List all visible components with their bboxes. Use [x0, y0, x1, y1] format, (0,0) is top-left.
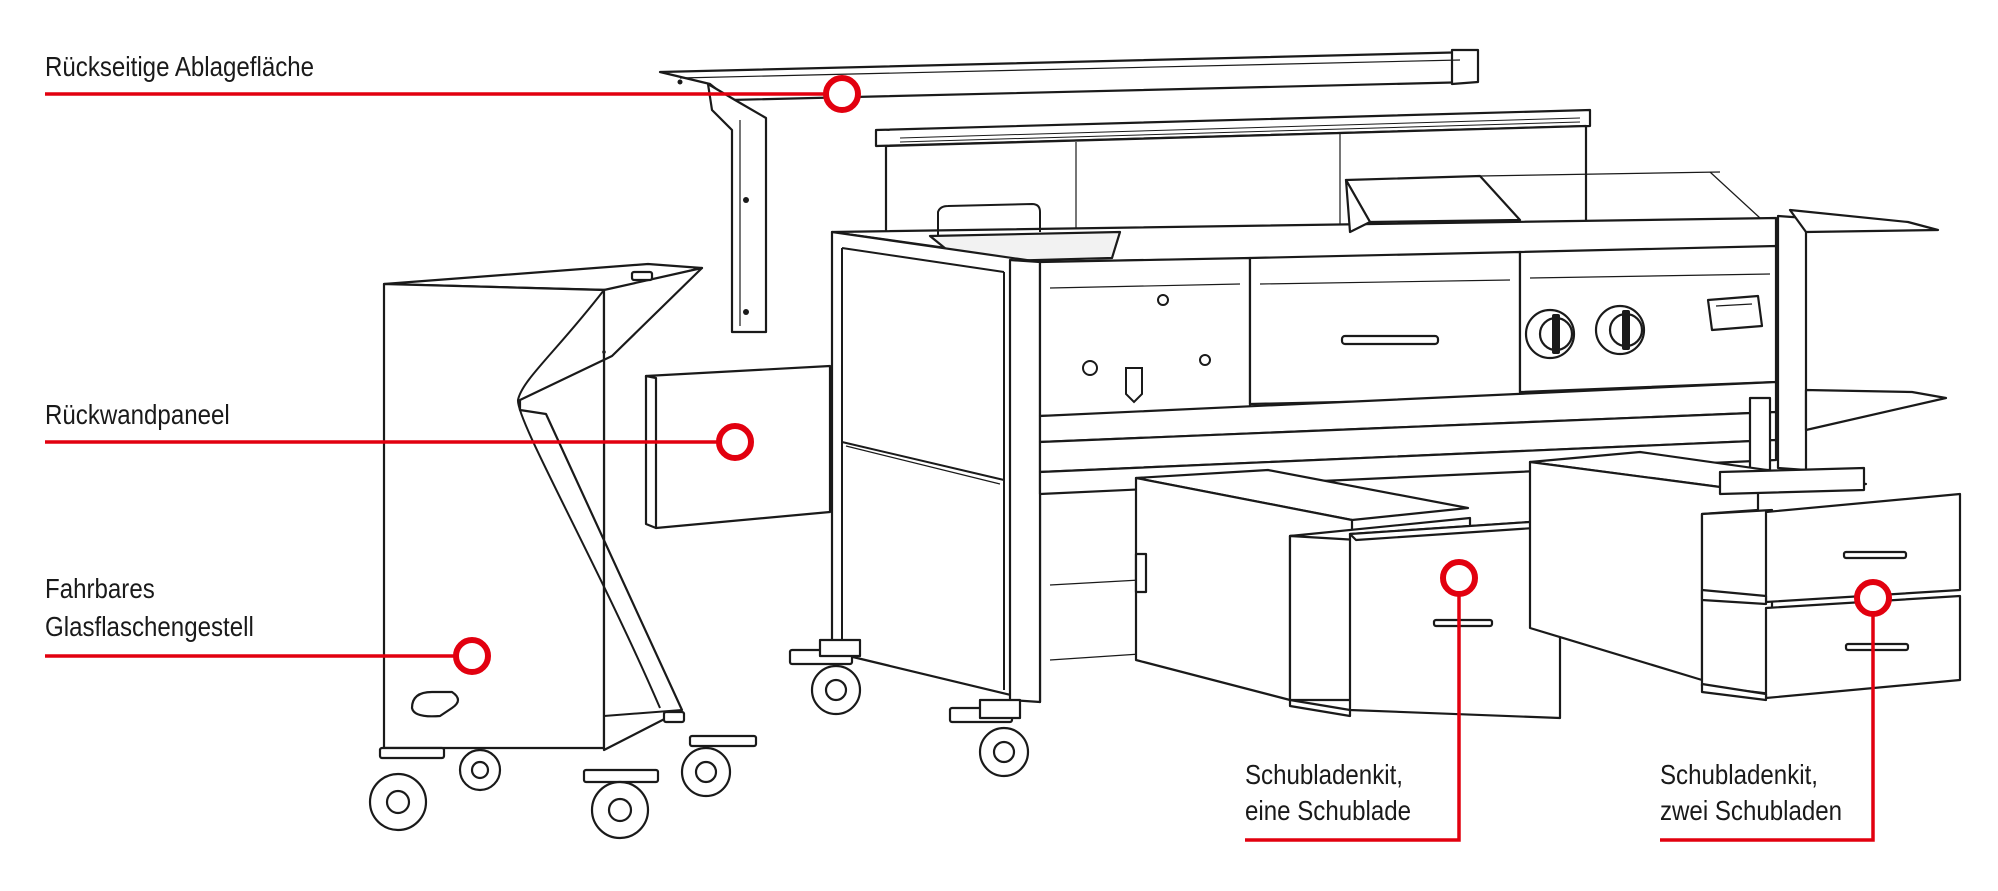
callout-bottle-rack-pointer: [45, 637, 491, 675]
callout-bottle-rack-label-line2: Glasflaschengestell: [45, 611, 254, 642]
callout-drawer-double-label-line2: zwei Schubladen: [1660, 795, 1843, 826]
callout-drawer-double-pointer: [1660, 579, 1892, 842]
callout-back-shelf-pointer: [45, 75, 861, 113]
callout-back-shelf-label: Rückseitige Ablagefläche: [45, 51, 315, 82]
drawer-double-drawing: [1528, 450, 1962, 702]
drawer-single-drawing: [1134, 468, 1566, 720]
callout-back-panel-pointer: [45, 423, 754, 461]
callout-back-panel-label: Rückwandpaneel: [45, 399, 230, 430]
callout-drawer-single-label-line1: Schubladenkit,: [1245, 759, 1403, 790]
callout-bottle-rack-label-line1: Fahrbares: [45, 573, 155, 604]
callout-drawer-single-pointer: [1245, 559, 1478, 842]
bottle-rack-drawing: [368, 262, 758, 840]
back-shelf-drawing: [658, 48, 1480, 334]
callout-drawer-double-label-line1: Schubladenkit,: [1660, 759, 1818, 790]
callout-drawer-single-label-line2: eine Schublade: [1245, 795, 1412, 826]
